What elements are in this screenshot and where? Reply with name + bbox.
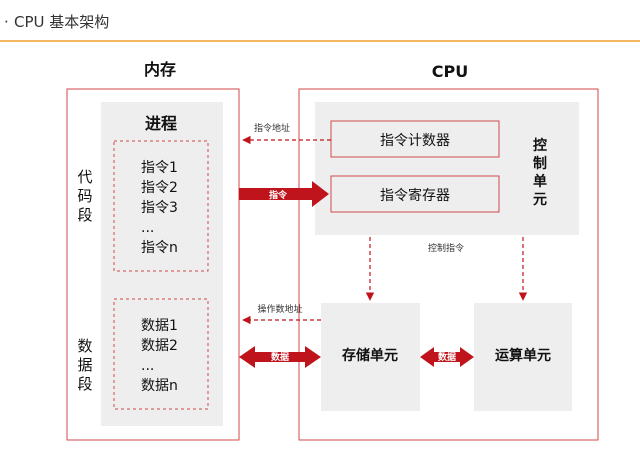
instruction-3: 指令3 (141, 200, 178, 216)
data-internal-arrow (420, 347, 474, 367)
control-unit-char-4: 元 (533, 192, 547, 208)
control-instruction-label: 控制指令 (428, 242, 464, 254)
data-segment-char-1: 数 (77, 337, 92, 355)
control-unit-char-3: 单 (533, 173, 547, 190)
instruction-register-box (330, 175, 500, 213)
instruction-arrow (239, 181, 329, 207)
instruction-address-label: 指令地址 (254, 122, 290, 134)
data-item-n: 数据n (141, 378, 178, 394)
data-item-1: 数据1 (141, 318, 178, 334)
data-segment-char-3: 段 (77, 375, 92, 393)
cpu-title: CPU (432, 62, 468, 81)
code-segment-char-2: 码 (77, 187, 92, 205)
code-segment-box (113, 140, 209, 272)
process-label: 进程 (145, 114, 177, 133)
instruction-2: 指令2 (141, 180, 178, 196)
data-item-ellipsis: ... (141, 358, 154, 374)
header-bullet: · (4, 13, 9, 31)
operand-address-label: 操作数地址 (257, 303, 302, 315)
code-segment-char-3: 段 (77, 206, 92, 224)
code-segment-char-1: 代 (77, 168, 92, 186)
data-memory-arrow (239, 346, 321, 368)
control-unit-char-1: 控 (533, 137, 547, 154)
data-item-2: 数据2 (141, 338, 178, 354)
cpu-box (298, 88, 599, 441)
data-segment-char-2: 据 (77, 356, 92, 374)
program-counter-box (330, 120, 500, 158)
control-unit-char-2: 制 (533, 155, 547, 172)
alu-box (474, 303, 572, 411)
memory-title: 内存 (144, 60, 176, 79)
program-counter-label: 指令计数器 (380, 133, 450, 149)
instruction-ellipsis: ... (141, 220, 154, 236)
data-internal-label: 数据 (438, 351, 456, 363)
data-memory-label: 数据 (271, 351, 289, 363)
storage-unit-box (321, 303, 420, 411)
memory-box (66, 88, 240, 441)
header-title: CPU 基本架构 (14, 13, 109, 31)
instruction-register-label: 指令寄存器 (380, 187, 450, 204)
instruction-arrow-label: 指令 (269, 189, 288, 201)
storage-unit-label: 存储单元 (342, 347, 398, 364)
instruction-n: 指令n (141, 240, 178, 256)
process-panel (101, 102, 223, 426)
instruction-1: 指令1 (141, 160, 178, 176)
alu-label: 运算单元 (495, 347, 551, 364)
